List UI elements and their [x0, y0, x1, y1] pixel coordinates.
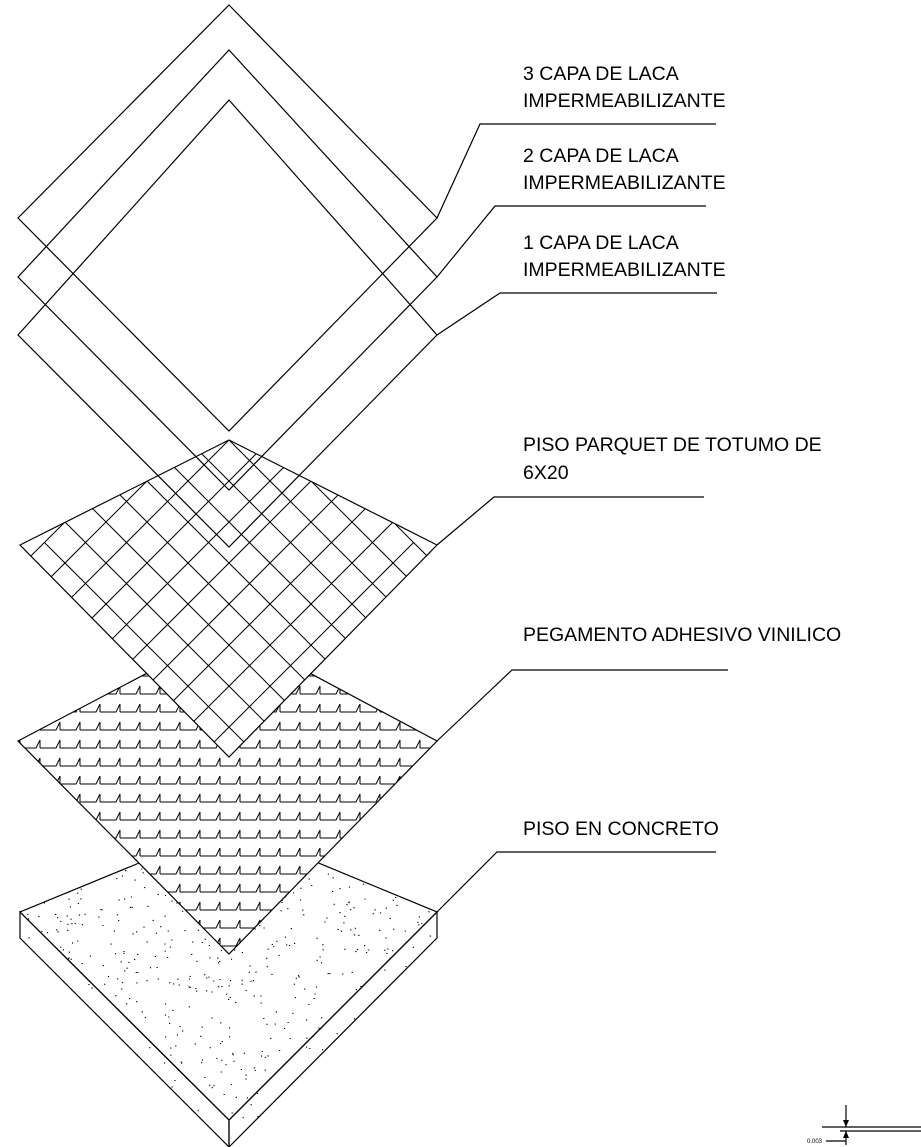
label-parquet-line1: PISO PARQUET DE TOTUMO DE [523, 434, 822, 456]
dimension-value: 0.003 [807, 1139, 823, 1145]
speckles [229, 912, 437, 1147]
leader-pegamento [436, 669, 728, 742]
dimension-mark: 0.003 [807, 1105, 921, 1145]
concrete-dots-left [20, 912, 229, 1147]
adhesive-outline [17, 629, 438, 955]
label-pegamento: PEGAMENTO ADHESIVO VINILICO [523, 624, 841, 646]
leader-laca-2 [436, 205, 706, 278]
lacquer-layer-3 [17, 4, 438, 432]
concrete-left-face [19, 910, 230, 1147]
parquet-outline [18, 439, 439, 758]
label-parquet-line2: 6X20 [523, 462, 569, 484]
label-concreto: PISO EN CONCRETO [523, 818, 719, 840]
label-laca-1-line2: IMPERMEABILIZANTE [523, 259, 726, 281]
label-laca-2-line2: IMPERMEABILIZANTE [523, 172, 726, 194]
leader-concreto [436, 851, 716, 913]
label-laca-3-line1: 3 CAPA DE LACA [523, 63, 679, 85]
labels: 3 CAPA DE LACA IMPERMEABILIZANTE 2 CAPA … [523, 63, 841, 840]
label-laca-2-line1: 2 CAPA DE LACA [523, 145, 679, 167]
leader-parquet [436, 496, 704, 546]
label-laca-3-line2: IMPERMEABILIZANTE [523, 90, 726, 112]
concrete-dots-right [229, 912, 437, 1147]
leader-lines [436, 123, 728, 913]
lacquer-layer-1 [17, 99, 438, 548]
lacquer-layer-2 [17, 49, 438, 491]
speckles [20, 912, 229, 1147]
label-laca-1-line1: 1 CAPA DE LACA [523, 232, 679, 254]
leader-laca-3 [436, 123, 716, 219]
concrete-right-face [228, 910, 438, 1147]
leader-laca-1 [436, 292, 717, 336]
